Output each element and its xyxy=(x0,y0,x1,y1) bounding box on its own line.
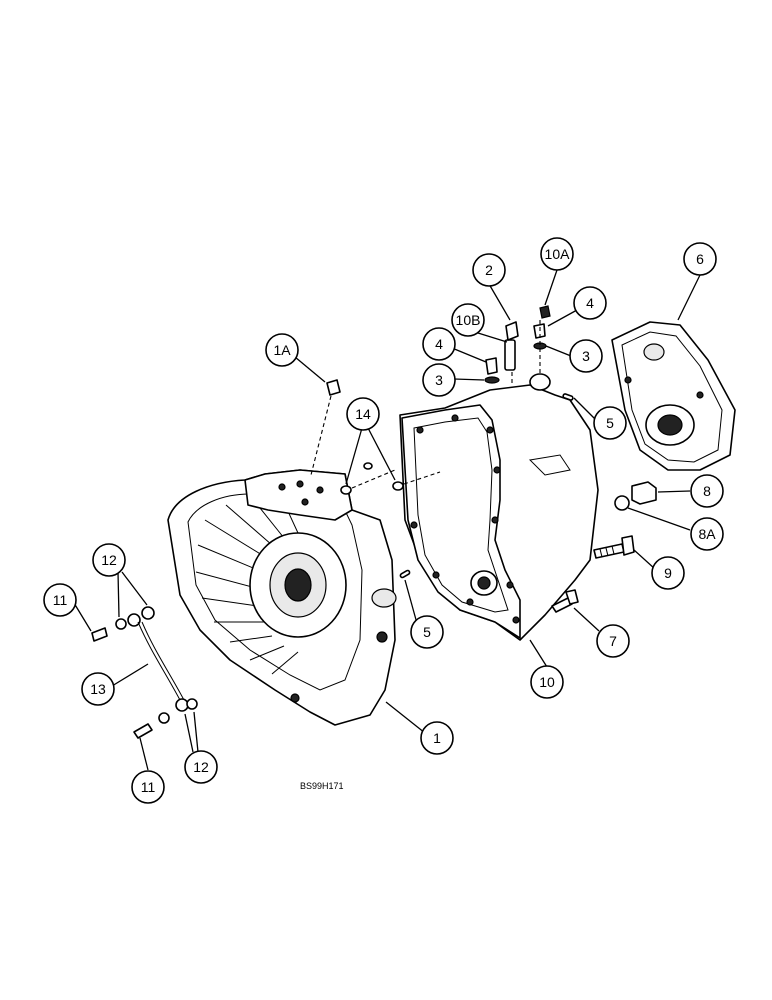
callout-9: 9 xyxy=(651,556,685,590)
callout-2: 2 xyxy=(472,253,506,287)
callout-11-top-label: 11 xyxy=(53,592,68,608)
callout-1: 1 xyxy=(420,721,454,755)
callout-13-label: 13 xyxy=(90,681,106,697)
callout-14-label: 14 xyxy=(355,406,371,422)
callout-2-label: 2 xyxy=(485,262,493,278)
figure-code: BS99H171 xyxy=(300,781,344,791)
leader-lines xyxy=(73,269,701,771)
top-small-parts xyxy=(484,305,551,384)
callout-12-top-label: 12 xyxy=(101,552,117,568)
callout-9-label: 9 xyxy=(664,565,672,581)
callout-4-left-label: 4 xyxy=(435,336,443,352)
front-housing-part xyxy=(167,469,397,726)
callout-6-label: 6 xyxy=(696,251,704,267)
callout-3-left: 3 xyxy=(422,363,456,397)
callout-1a: 1A xyxy=(265,333,299,367)
callout-1-label: 1 xyxy=(433,730,441,746)
callout-4-left: 4 xyxy=(422,327,456,361)
callout-4-right-label: 4 xyxy=(586,295,594,311)
callout-10a-label: 10A xyxy=(545,246,571,262)
callout-10b-label: 10B xyxy=(456,312,481,328)
callout-3-left-label: 3 xyxy=(435,372,443,388)
callout-10a: 10A xyxy=(540,237,574,271)
fitting-1a-part xyxy=(310,379,341,476)
dowel-pins-5-part xyxy=(399,393,574,579)
callout-5-right: 5 xyxy=(593,406,627,440)
callout-5-lower: 5 xyxy=(410,615,444,649)
callout-12-bottom: 12 xyxy=(184,750,218,784)
callout-8a-label: 8A xyxy=(698,526,716,542)
callout-10-label: 10 xyxy=(539,674,555,690)
callout-8a: 8A xyxy=(690,517,724,551)
bolt-9-part xyxy=(593,535,635,559)
o-rings-14-part xyxy=(340,462,441,495)
ground-strap-13-part xyxy=(91,606,198,739)
callout-10: 10 xyxy=(530,665,564,699)
callout-3-right-label: 3 xyxy=(582,348,590,364)
callout-3-right: 3 xyxy=(569,339,603,373)
callout-5-right-label: 5 xyxy=(606,415,614,431)
rear-cover-part xyxy=(611,321,736,471)
callout-11-top: 11 xyxy=(43,583,77,617)
plug-8-part xyxy=(614,481,657,511)
callout-7: 7 xyxy=(596,624,630,658)
callout-11-bottom: 11 xyxy=(131,770,165,804)
callout-12-top: 12 xyxy=(92,543,126,577)
callout-6: 6 xyxy=(683,242,717,276)
callout-10b: 10B xyxy=(451,303,485,337)
callout-14: 14 xyxy=(346,397,380,431)
callout-8: 8 xyxy=(690,474,724,508)
callout-4-right: 4 xyxy=(573,286,607,320)
callout-13: 13 xyxy=(81,672,115,706)
bolt-7-part xyxy=(551,589,579,613)
callout-7-label: 7 xyxy=(609,633,617,649)
callout-12-bottom-label: 12 xyxy=(193,759,209,775)
callout-8-label: 8 xyxy=(703,483,711,499)
rear-housing-part xyxy=(399,373,599,641)
callout-1a-label: 1A xyxy=(273,342,291,358)
callout-5-lower-label: 5 xyxy=(423,624,431,640)
callout-11-bottom-label: 11 xyxy=(141,779,156,795)
